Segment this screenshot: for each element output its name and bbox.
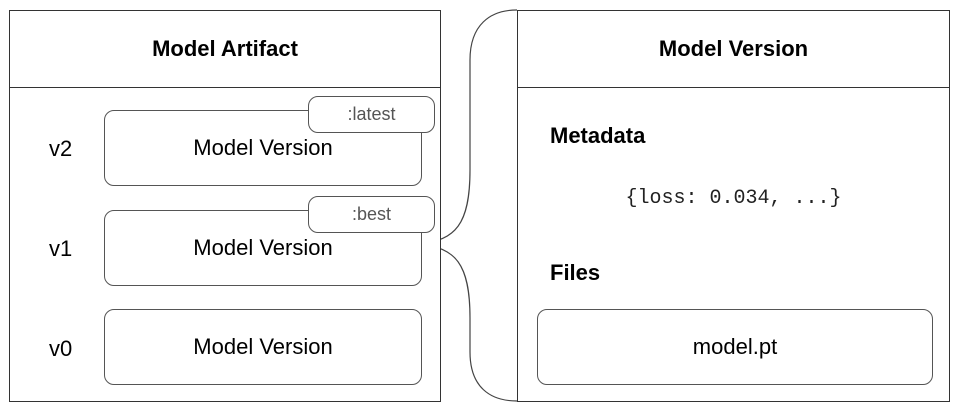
metadata-heading: Metadata [550,123,646,148]
version-label-v0: v0 [49,336,73,361]
version-label-v1: v1 [49,236,73,261]
alias-tag-latest[interactable]: :latest [308,96,435,133]
files-heading: Files [550,260,601,285]
model-artifact-panel: Model Artifact v2 Model Version :latest … [9,10,441,402]
model-version-detail-panel: Model Version Metadata {loss: 0.034, ...… [517,10,950,402]
alias-tag-best[interactable]: :best [308,196,435,233]
model-version-title: Model Version [518,11,949,88]
version-label-v2: v2 [49,136,73,161]
model-artifact-title: Model Artifact [10,11,440,88]
metadata-value: {loss: 0.034, ...} [625,187,842,210]
file-item-model-pt[interactable]: model.pt [537,309,933,385]
model-version-box-v0[interactable]: Model Version [104,309,422,385]
